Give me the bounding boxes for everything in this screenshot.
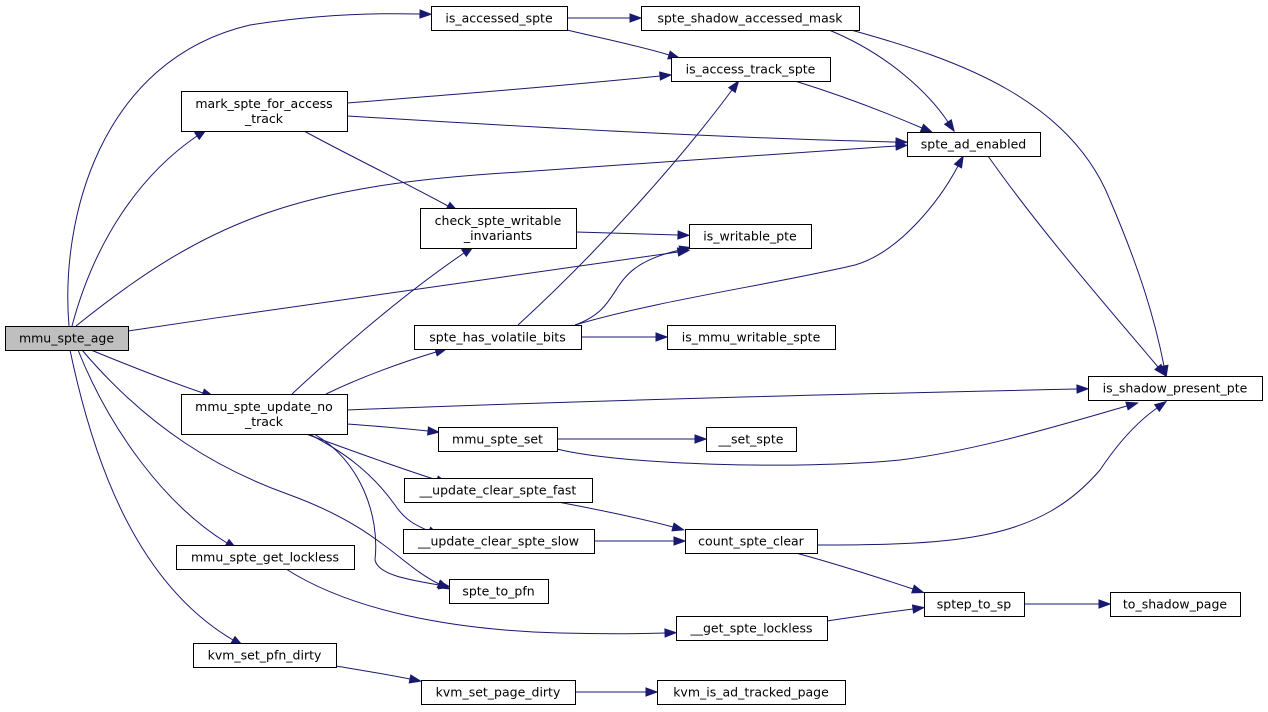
- edge-spte_has_volatile_bits-to-is_writable_pte: [574, 245, 693, 326]
- edge-__get_spte_lockless-to-sptep_to_sp: [826, 604, 926, 622]
- edge-mmu_spte_set-to-is_shadow_present_pte: [556, 401, 1139, 466]
- edge-mmu_spte_update_no_track-to-is_shadow_present_pte: [346, 384, 1090, 411]
- edge-count_spte_clear-to-sptep_to_sp: [795, 552, 925, 594]
- edge-count_spte_clear-to-is_shadow_present_pte: [816, 400, 1168, 546]
- edge-spte_shadow_accessed_mask-to-is_shadow_present_pte: [850, 29, 1169, 379]
- edge-mark_spte_for_access_track-to-check_spte_writable_invariants: [303, 130, 459, 212]
- node-label: mark_spte_for_access: [195, 96, 332, 111]
- node-__set_spte[interactable]: __set_spte: [706, 427, 797, 452]
- edge-mmu_spte_age-to-is_accessed_spte: [67, 9, 433, 327]
- edge-is_accessed_spte-to-is_access_track_spte: [566, 29, 681, 60]
- edge-__update_clear_spte_fast-to-count_spte_clear: [557, 501, 686, 532]
- node-label: _track: [244, 414, 284, 429]
- node-label: mmu_spte_set: [452, 432, 543, 447]
- node-label: is_mmu_writable_spte: [682, 330, 821, 345]
- node-label: kvm_set_page_dirty: [436, 685, 561, 700]
- node-label: is_writable_pte: [703, 229, 797, 244]
- node-kvm_set_page_dirty[interactable]: kvm_set_page_dirty: [421, 680, 576, 705]
- node-label: spte_to_pfn: [462, 584, 534, 599]
- edge-mmu_spte_age-to-mark_spte_for_access_track: [71, 128, 208, 327]
- edge-mmu_spte_set-to-__set_spte: [557, 434, 708, 444]
- call-graph-nodes: mmu_spte_age is_accessed_spte spte_shadow_…: [5, 6, 1263, 705]
- edge-mmu_spte_get_lockless-to-__get_spte_lockless: [285, 568, 678, 638]
- edge-is_access_track_spte-to-spte_ad_enabled: [794, 80, 934, 133]
- node-label: to_shadow_page: [1123, 597, 1227, 612]
- node-label: __get_spte_lockless: [690, 621, 813, 636]
- edge-kvm_set_page_dirty-to-kvm_is_ad_tracked_page: [575, 687, 659, 697]
- node-spte_shadow_accessed_mask[interactable]: spte_shadow_accessed_mask: [641, 6, 860, 31]
- node-label: __update_clear_spte_slow: [417, 534, 579, 549]
- edge-mmu_spte_update_no_track-to-spte_to_pfn: [313, 433, 452, 590]
- node-label: spte_shadow_accessed_mask: [657, 11, 843, 26]
- edge-mmu_spte_update_no_track-to-mmu_spte_set: [346, 423, 441, 436]
- node-mmu_spte_update_no_track[interactable]: mmu_spte_update_no_track: [181, 394, 348, 435]
- edge-mmu_spte_update_no_track-to-__update_clear_spte_fast: [305, 433, 449, 485]
- node-label: is_accessed_spte: [445, 11, 553, 26]
- node-label: sptep_to_sp: [937, 597, 1012, 612]
- edge-mark_spte_for_access_track-to-spte_ad_enabled: [346, 115, 909, 147]
- edge-mmu_spte_age-to-mmu_spte_get_lockless: [77, 349, 238, 550]
- node-label: _invariants: [463, 228, 532, 243]
- edge-mmu_spte_age-to-mmu_spte_update_no_track: [90, 349, 215, 398]
- node-label: spte_ad_enabled: [921, 137, 1026, 152]
- node-is_shadow_present_pte[interactable]: is_shadow_present_pte: [1088, 376, 1263, 401]
- node-__get_spte_lockless[interactable]: __get_spte_lockless: [676, 616, 828, 641]
- node-label: spte_has_volatile_bits: [429, 330, 565, 345]
- node-label: count_spte_clear: [698, 534, 805, 549]
- edge-spte_shadow_accessed_mask-to-spte_ad_enabled: [828, 29, 955, 133]
- node-check_spte_writable_invariants[interactable]: check_spte_writable_invariants: [420, 208, 577, 249]
- node-label: mmu_spte_age: [19, 331, 114, 346]
- edge-sptep_to_sp-to-to_shadow_page: [1024, 599, 1112, 609]
- node-label: kvm_is_ad_tracked_page: [673, 685, 829, 700]
- edge-mark_spte_for_access_track-to-is_access_track_spte: [346, 71, 673, 104]
- edge-spte_ad_enabled-to-is_shadow_present_pte: [987, 155, 1167, 377]
- node-label: __set_spte: [718, 432, 784, 447]
- node-kvm_is_ad_tracked_page[interactable]: kvm_is_ad_tracked_page: [657, 680, 846, 705]
- node-label: mmu_spte_get_lockless: [191, 550, 339, 565]
- node-spte_ad_enabled[interactable]: spte_ad_enabled: [907, 132, 1041, 157]
- edge-mmu_spte_update_no_track-to-check_spte_writable_invariants: [291, 245, 475, 395]
- node-label: mmu_spte_update_no: [195, 399, 333, 414]
- node-mmu_spte_age[interactable]: mmu_spte_age: [5, 326, 129, 351]
- node-label: kvm_set_pfn_dirty: [208, 648, 322, 663]
- node-label: __update_clear_spte_fast: [419, 483, 577, 498]
- node-kvm_set_pfn_dirty[interactable]: kvm_set_pfn_dirty: [193, 643, 337, 668]
- node-mmu_spte_set[interactable]: mmu_spte_set: [438, 427, 558, 452]
- edge-check_spte_writable_invariants-to-is_writable_pte: [575, 230, 691, 240]
- edge-mmu_spte_update_no_track-to-spte_has_volatile_bits: [325, 347, 448, 395]
- node-sptep_to_sp[interactable]: sptep_to_sp: [924, 592, 1025, 617]
- node-label: is_shadow_present_pte: [1103, 381, 1248, 396]
- node-to_shadow_page[interactable]: to_shadow_page: [1110, 592, 1241, 617]
- node-label: check_spte_writable: [435, 213, 562, 228]
- node-is_access_track_spte[interactable]: is_access_track_spte: [671, 57, 831, 82]
- call-graph-edges: [67, 9, 1169, 697]
- edge-spte_has_volatile_bits-to-spte_ad_enabled: [574, 154, 964, 326]
- edge-is_accessed_spte-to-spte_shadow_accessed_mask: [567, 13, 643, 23]
- edge-spte_has_volatile_bits-to-is_access_track_spte: [517, 79, 740, 326]
- edge-spte_has_volatile_bits-to-is_mmu_writable_spte: [580, 332, 669, 342]
- node-label: _track: [244, 111, 284, 126]
- edge-kvm_set_pfn_dirty-to-kvm_set_page_dirty: [335, 665, 423, 684]
- node-__update_clear_spte_fast[interactable]: __update_clear_spte_fast: [404, 478, 593, 503]
- node-mark_spte_for_access_track[interactable]: mark_spte_for_access_track: [181, 91, 348, 132]
- node-label: is_access_track_spte: [686, 62, 816, 77]
- edge-mmu_spte_age-to-is_writable_pte: [127, 247, 691, 332]
- edge-__update_clear_spte_slow-to-count_spte_clear: [593, 536, 687, 546]
- node-is_accessed_spte[interactable]: is_accessed_spte: [431, 6, 568, 31]
- node-spte_has_volatile_bits[interactable]: spte_has_volatile_bits: [414, 325, 582, 350]
- node-spte_to_pfn[interactable]: spte_to_pfn: [449, 579, 549, 604]
- node-count_spte_clear[interactable]: count_spte_clear: [685, 529, 818, 554]
- node-is_writable_pte[interactable]: is_writable_pte: [689, 224, 812, 249]
- node-is_mmu_writable_spte[interactable]: is_mmu_writable_spte: [667, 325, 836, 350]
- node-__update_clear_spte_slow[interactable]: __update_clear_spte_slow: [403, 529, 595, 554]
- node-mmu_spte_get_lockless[interactable]: mmu_spte_get_lockless: [176, 545, 355, 570]
